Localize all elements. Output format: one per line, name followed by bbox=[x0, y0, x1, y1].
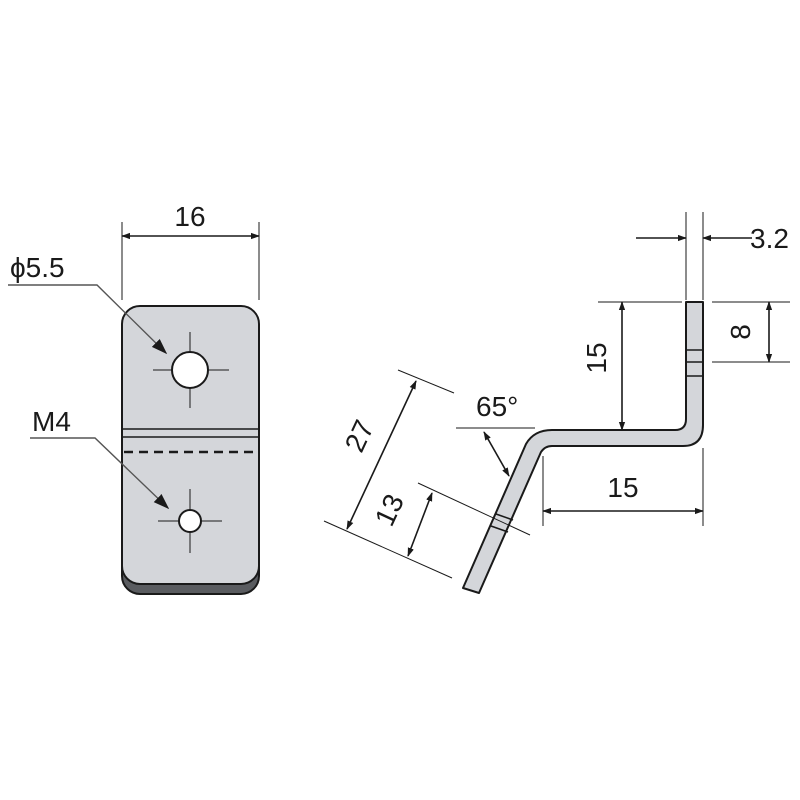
dimension-lower-leg: 27 bbox=[323, 369, 455, 579]
leader-hole-small: M4 bbox=[30, 406, 170, 510]
hole-large bbox=[153, 332, 229, 408]
label-lower-leg: 27 bbox=[339, 415, 380, 456]
hole-small bbox=[158, 489, 222, 553]
leader-hole-large: ϕ5.5 bbox=[8, 252, 168, 355]
dimension-width: 16 bbox=[121, 201, 260, 300]
label-upper-leg: 15 bbox=[581, 342, 612, 373]
label-thickness: 3.2 bbox=[750, 223, 789, 254]
dimension-offset: 15 bbox=[542, 448, 704, 526]
front-view: 16 ϕ5.5 M4 bbox=[8, 201, 260, 595]
lower-slot-bottom bbox=[490, 525, 509, 533]
dimension-upper-leg: 15 bbox=[581, 301, 682, 431]
dimension-upper-hole: 8 bbox=[712, 301, 790, 363]
label-offset: 15 bbox=[607, 472, 638, 503]
dimension-thickness: 3.2 bbox=[636, 212, 789, 300]
bracket-plate bbox=[121, 305, 260, 585]
label-lower-hole: 13 bbox=[369, 489, 410, 530]
label-angle: 65° bbox=[476, 391, 518, 422]
label-upper-hole: 8 bbox=[725, 324, 756, 340]
label-hole-large: ϕ5.5 bbox=[10, 252, 65, 283]
label-hole-small: M4 bbox=[32, 406, 71, 437]
bracket-profile bbox=[462, 301, 704, 594]
dimension-angle: 65° bbox=[456, 391, 535, 477]
side-view: 3.2 15 8 15 65° bbox=[323, 212, 790, 594]
label-width: 16 bbox=[174, 201, 205, 232]
lower-slot-top bbox=[495, 513, 514, 521]
